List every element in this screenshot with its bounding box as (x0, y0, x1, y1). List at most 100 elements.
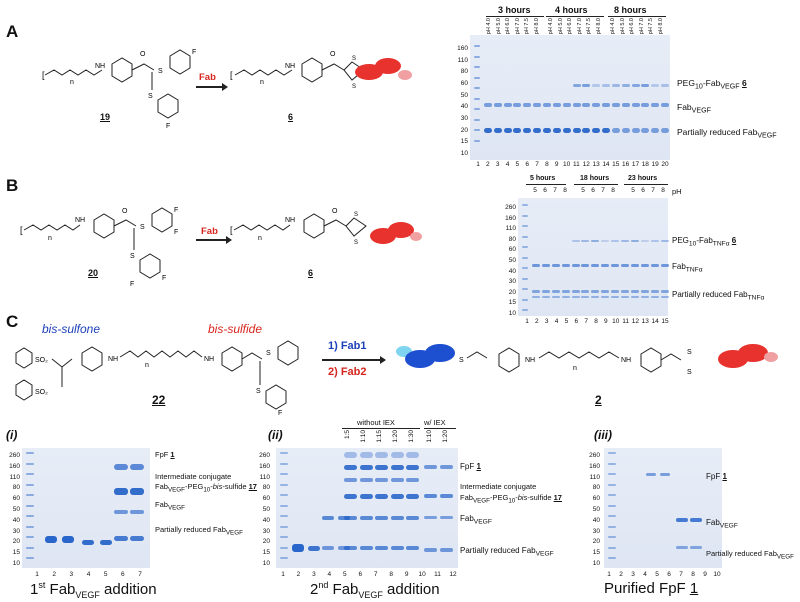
gel-band (522, 288, 528, 290)
panel-a-compound-19: 19 (100, 112, 111, 122)
panel-c-compound-2: 2 (595, 393, 602, 407)
lane-number: 16 (622, 161, 630, 168)
lane-number: 10 (418, 571, 426, 578)
gel-ii-label-fpf: FpF 1 (460, 462, 481, 471)
gel-band (522, 246, 528, 248)
mw-marker-label: 260 (589, 452, 600, 459)
gel-band (582, 103, 591, 107)
svg-text:O: O (122, 208, 128, 215)
gel-band (45, 536, 57, 543)
gel-band (608, 557, 616, 559)
svg-text:S: S (687, 369, 692, 376)
gel-band (474, 76, 480, 79)
gel-i-label-fab: FabVEGF (155, 500, 185, 512)
gel-i-label-fpf: FpF 1 (155, 450, 175, 459)
gel-band (280, 494, 288, 496)
gel-band (581, 290, 590, 293)
gel-band (608, 494, 616, 496)
gel-band (592, 103, 601, 107)
gel-band (611, 240, 620, 242)
mw-marker-label: 50 (262, 506, 270, 513)
ratio-label: 1:5 (344, 430, 351, 440)
lane-number: 9 (604, 318, 608, 325)
gel-band (280, 557, 288, 559)
gel-band (280, 462, 288, 465)
lane-number: 14 (602, 161, 610, 168)
fab-red-icon (375, 58, 401, 74)
gel-band (542, 128, 551, 133)
gel-band (591, 296, 600, 298)
gel-band (344, 452, 357, 458)
svg-text:NH: NH (75, 217, 85, 224)
mw-marker-label: 20 (12, 538, 20, 546)
gel-b-label-peg: PEG10-FabTNFα 6 (672, 236, 737, 248)
ph-label: pH 7.0 (638, 18, 645, 35)
mw-marker-label: 10 (592, 560, 600, 567)
gel-band (582, 84, 591, 87)
gel-i-label-intermediate: Intermediate conjugate (155, 472, 232, 481)
gel-band (359, 546, 373, 550)
svg-text:S: S (158, 68, 163, 75)
lane-number: 8 (594, 318, 598, 325)
gel-band (531, 290, 540, 293)
gel-iii-label: (iii) (594, 428, 612, 442)
gel-band (650, 290, 659, 293)
ph-label: pH 4.0 (486, 18, 492, 35)
svg-text:S: S (687, 349, 692, 356)
gel-band (26, 557, 34, 559)
gel-band (523, 103, 532, 107)
gel-band (608, 504, 616, 507)
gel-i-caption: 1st FabVEGF addition (30, 580, 157, 600)
gel-band (631, 103, 640, 107)
lane-number: 9 (703, 571, 707, 578)
gel-band (344, 546, 357, 550)
lane-number: 9 (404, 571, 409, 578)
gel-a-time-4h: 4 hours (555, 5, 588, 15)
gel-band (601, 296, 610, 298)
gel-band (280, 546, 288, 549)
panel-b-arrow (196, 236, 232, 244)
lane-number: 6 (358, 571, 363, 578)
gel-band (375, 465, 388, 470)
gel-band (602, 103, 611, 107)
mw-marker-label: 30 (12, 527, 20, 535)
gel-band (611, 264, 620, 267)
mw-marker-label: 260 (9, 452, 20, 459)
gel-band (690, 518, 702, 522)
mw-marker-label: 110 (589, 473, 600, 481)
gel-band (661, 103, 670, 107)
svg-text:n: n (70, 79, 74, 86)
gel-band (608, 536, 616, 538)
mw-marker-label: 40 (460, 103, 468, 111)
svg-text:F: F (162, 275, 166, 282)
gel-band (608, 546, 616, 549)
mw-marker-label: 40 (508, 267, 516, 275)
mw-marker-label: 160 (589, 462, 600, 470)
mw-marker-label: 160 (457, 45, 468, 52)
gel-band (359, 478, 373, 482)
svg-text:n: n (48, 235, 52, 242)
svg-text:O: O (332, 208, 338, 215)
gel-band (375, 494, 388, 499)
gel-band (621, 264, 629, 267)
gel-band (640, 296, 649, 298)
lane-number: 8 (691, 571, 695, 578)
ph-label: pH 8.0 (595, 18, 602, 35)
ph-label: pH 7.5 (648, 18, 654, 35)
gel-band (322, 516, 334, 520)
ph-label: pH 7.5 (524, 18, 530, 35)
gel-band (440, 494, 453, 498)
gel-band (651, 128, 660, 133)
gel-band (308, 546, 320, 551)
svg-text:[: [ (20, 225, 23, 235)
lane-number: 6 (574, 318, 579, 325)
gel-band (591, 240, 600, 242)
gel-i-label: (i) (6, 428, 18, 442)
gel-band (280, 504, 288, 507)
svg-text:S: S (354, 212, 358, 218)
panel-a-arrow (196, 83, 228, 91)
gel-band (375, 478, 388, 482)
gel-band (483, 103, 492, 107)
gel-b-label-fab: FabTNFα (672, 262, 703, 274)
panel-a-compound-6: 6 (288, 112, 294, 122)
